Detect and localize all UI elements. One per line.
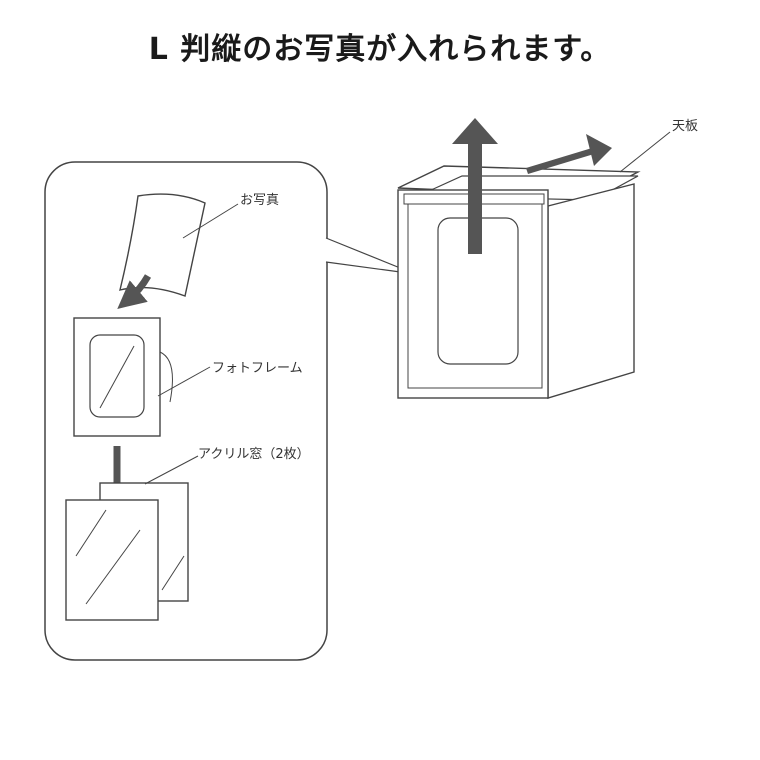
slide-arrow-shaft: [526, 148, 594, 174]
frame-back-sheet: [159, 351, 173, 403]
acrylic-reflection-2: [85, 529, 141, 605]
acrylic-label: アクリル窓（2枚）: [198, 446, 310, 462]
up-arrow-shaft: [468, 140, 482, 254]
photo-leader: [182, 203, 239, 239]
up-arrow-head: [452, 118, 498, 144]
photo-arrow: [117, 274, 152, 309]
top-board-leader: [619, 131, 671, 173]
slide-arrow-head: [586, 134, 612, 166]
photo-sheet: [119, 193, 206, 297]
frame-reflection: [99, 345, 135, 409]
acrylic-window-front: [65, 499, 159, 621]
top-board-label: 天板: [672, 119, 698, 134]
frame-label: フォトフレーム: [212, 361, 303, 376]
acrylic-reflection-1: [75, 509, 107, 557]
box-side: [547, 183, 635, 399]
acrylic-reflection-3: [161, 555, 185, 591]
frame-leader: [157, 366, 211, 397]
photo-label: お写真: [240, 193, 279, 208]
page-title: L 判縦のお写真が入れられます。: [148, 32, 612, 67]
acrylic-leader: [144, 455, 199, 485]
